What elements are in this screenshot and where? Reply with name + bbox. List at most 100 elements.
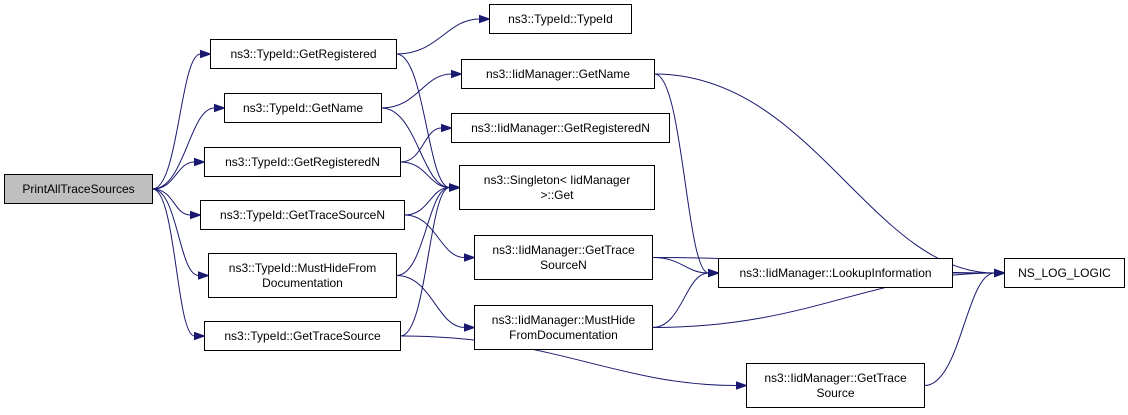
edge-root-to-typeid-musthidefromdoc <box>152 188 211 280</box>
edge-arrowhead <box>451 69 464 79</box>
node-typeid-gettracesource[interactable]: ns3::TypeId::GetTraceSource <box>204 321 401 351</box>
node-label: FromDocumentation <box>509 328 618 342</box>
node-box <box>210 39 397 69</box>
edge-arrowhead <box>200 49 213 59</box>
node-label: ns3::TypeId::GetTraceSource <box>224 329 381 343</box>
node-label: ns3::TypeId::MustHideFrom <box>229 261 376 275</box>
node-label: ns3::Singleton< IidManager <box>484 173 630 187</box>
node-label: ns3::IidManager::GetTrace <box>492 243 635 257</box>
node-box <box>224 93 382 123</box>
edge-typeid-gettracesourcen-to-iid-gettracesourcen <box>404 214 477 262</box>
edge-root-to-typeid-gettracesourcen <box>152 188 203 220</box>
node-iid-getname[interactable]: ns3::IidManager::GetName <box>461 59 655 89</box>
edge-line <box>396 18 480 55</box>
edge-root-to-typeid-getregisteredn <box>152 157 207 190</box>
edges-layer <box>152 14 1007 390</box>
node-iid-gettracesource[interactable]: ns3::IidManager::GetTraceSource <box>746 363 925 408</box>
edge-arrowhead <box>464 253 477 262</box>
edge-arrowhead <box>479 14 492 24</box>
edge-line <box>396 275 465 328</box>
edge-root-to-typeid-getregistered <box>152 49 213 190</box>
node-box <box>204 321 401 351</box>
node-iid-gettracesourcen[interactable]: ns3::IidManager::GetTraceSourceN <box>474 235 653 280</box>
node-typeid-gettracesourcen[interactable]: ns3::TypeId::GetTraceSourceN <box>200 200 405 230</box>
edge-arrowhead <box>198 271 211 280</box>
edge-arrowhead <box>464 323 477 332</box>
edge-arrowhead <box>994 268 1007 278</box>
edge-line <box>400 335 737 386</box>
node-label: ns3::IidManager::GetTrace <box>764 371 907 385</box>
edge-line <box>652 257 709 274</box>
node-box <box>459 165 655 210</box>
node-label: ns3::TypeId::GetName <box>243 101 363 115</box>
edge-line <box>152 53 201 190</box>
edge-line <box>404 187 450 216</box>
node-label: >::Get <box>540 188 574 202</box>
node-box <box>474 235 653 280</box>
node-box <box>4 174 153 204</box>
edge-typeid-getregistered-to-singleton-get <box>396 53 462 192</box>
node-label: Documentation <box>262 276 343 290</box>
edge-line <box>654 73 995 274</box>
edge-arrowhead <box>214 103 227 113</box>
edge-arrowhead <box>736 381 749 390</box>
edge-line <box>381 73 452 109</box>
edge-line <box>654 73 709 274</box>
node-label: ns3::IidManager::MustHide <box>492 313 636 327</box>
edge-iid-gettracesource-to-ns-log-logic <box>924 268 1007 386</box>
edge-typeid-musthidefromdoc-to-singleton-get <box>396 183 462 276</box>
node-singleton-get[interactable]: ns3::Singleton< IidManager>::Get <box>459 165 655 210</box>
edge-line <box>152 107 215 190</box>
edge-line <box>152 188 191 216</box>
edge-typeid-getregisteredn-to-iid-getregisteredn <box>400 123 454 163</box>
node-iid-lookupinformation[interactable]: ns3::IidManager::LookupInformation <box>718 258 953 288</box>
edge-line <box>152 188 195 337</box>
node-typeid-getname[interactable]: ns3::TypeId::GetName <box>224 93 382 123</box>
edge-line <box>152 188 199 276</box>
node-root[interactable]: PrintAllTraceSources <box>4 174 153 204</box>
node-label: ns3::TypeId::GetTraceSourceN <box>220 208 385 222</box>
edge-iid-musthidefromdoc-to-iid-lookupinformation <box>652 268 721 328</box>
edge-iid-getname-to-ns-log-logic <box>654 73 1007 278</box>
node-typeid-getregisteredn[interactable]: ns3::TypeId::GetRegisteredN <box>204 147 401 177</box>
edge-line <box>396 53 450 188</box>
edge-line <box>404 214 465 258</box>
node-box <box>746 363 925 408</box>
node-box <box>1004 258 1125 288</box>
node-iid-musthidefromdoc[interactable]: ns3::IidManager::MustHideFromDocumentati… <box>474 305 653 350</box>
node-label: ns3::IidManager::GetName <box>486 67 630 81</box>
edge-typeid-getname-to-iid-getname <box>381 69 464 109</box>
edge-typeid-gettracesource-to-iid-gettracesource <box>400 335 749 390</box>
edge-arrowhead <box>441 123 454 133</box>
node-box <box>474 305 653 350</box>
edge-line <box>652 272 709 328</box>
node-label: SourceN <box>540 258 587 272</box>
edge-arrowhead <box>708 268 721 278</box>
edge-line <box>381 107 450 188</box>
edge-typeid-gettracesource-to-singleton-get <box>400 183 462 337</box>
nodes-layer: PrintAllTraceSources ns3::TypeId::GetRegi… <box>4 4 1125 408</box>
edge-iid-getname-to-iid-lookupinformation <box>654 73 721 278</box>
node-box <box>718 258 953 288</box>
edge-line <box>400 187 450 337</box>
node-typeid-getregistered[interactable]: ns3::TypeId::GetRegistered <box>210 39 397 69</box>
node-label: PrintAllTraceSources <box>22 182 134 196</box>
node-label: ns3::TypeId::GetRegistered <box>230 47 376 61</box>
node-iid-getregisteredn[interactable]: ns3::IidManager::GetRegisteredN <box>451 113 670 143</box>
node-typeid-typeid[interactable]: ns3::TypeId::TypeId <box>489 4 632 34</box>
node-label: ns3::IidManager::LookupInformation <box>739 266 931 280</box>
node-box <box>451 113 670 143</box>
node-label: NS_LOG_LOGIC <box>1018 266 1111 280</box>
edge-line <box>924 272 995 386</box>
node-box <box>204 147 401 177</box>
edge-arrowhead <box>194 157 207 167</box>
node-ns-log-logic[interactable]: NS_LOG_LOGIC <box>1004 258 1125 288</box>
edge-line <box>396 187 450 276</box>
edge-line <box>400 161 450 188</box>
edge-arrowhead <box>194 331 207 341</box>
edge-root-to-typeid-getname <box>152 103 227 190</box>
node-label: ns3::IidManager::GetRegisteredN <box>471 121 650 135</box>
